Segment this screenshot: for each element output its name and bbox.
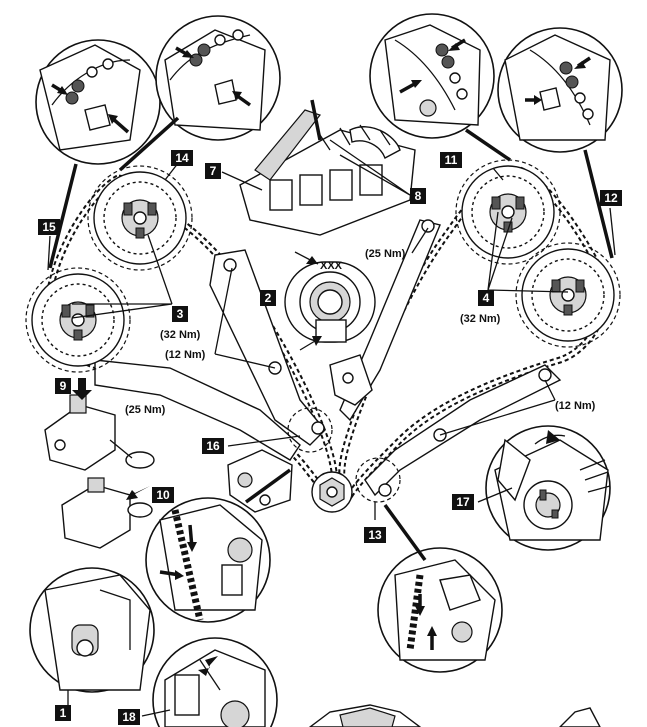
svg-text:18: 18: [122, 710, 136, 724]
right-lower-cam-sprocket: [521, 248, 615, 342]
leader-callout-12: [609, 207, 616, 256]
inset-top-4: [497, 27, 623, 153]
tensioner-10-arrow: [126, 486, 150, 500]
leader-callout-8: [329, 139, 411, 196]
crank-mark-arrow: [306, 256, 318, 264]
torque-right-guide: (12 Nm): [555, 400, 596, 412]
svg-text:2: 2: [265, 291, 272, 305]
tensioner-9: [44, 394, 155, 471]
callout-15: 15: [38, 219, 60, 235]
svg-text:16: 16: [206, 439, 220, 453]
callout-8: 8: [410, 188, 426, 204]
crank-timing-mark: XXX: [320, 260, 343, 272]
leader-callout-16: [227, 435, 301, 447]
chain-tensioner-body: [227, 449, 293, 513]
callout-9: 9: [55, 378, 71, 394]
leader-inset3: [465, 128, 511, 162]
svg-text:1: 1: [60, 706, 67, 720]
svg-text:9: 9: [60, 379, 67, 393]
leader-inset-bottom-left: [244, 468, 292, 504]
torque-left-cam: (32 Nm): [160, 329, 201, 341]
svg-text:13: 13: [368, 528, 382, 542]
inset-bottom-right: [485, 425, 611, 551]
inset-bottom-middle: [377, 547, 503, 673]
callout-7: 7: [205, 163, 221, 179]
inset-lower-middle-arrow: [198, 656, 218, 676]
callout-2: 2: [260, 290, 276, 306]
callout-10: 10: [152, 487, 174, 503]
inset-lower-middle: [152, 637, 278, 727]
left-rail-detail-outline: [287, 407, 333, 453]
leader-callout-18: [141, 709, 171, 717]
leader-torque-right-guide: [439, 379, 556, 436]
torque-right-cam: (32 Nm): [460, 313, 501, 325]
camshaft-locking-tool: [239, 99, 416, 236]
torque-top: (25 Nm): [365, 248, 406, 260]
inset-bottom-left: [145, 497, 271, 623]
callout-12: 12: [600, 190, 622, 206]
crankshaft-sprocket: [311, 471, 353, 513]
crank-slot-arrow: [312, 336, 322, 346]
callout-14: 14: [171, 150, 193, 166]
svg-text:7: 7: [210, 164, 217, 178]
bottom-engine-parts: [308, 704, 601, 727]
leader-torque-top: [411, 227, 429, 254]
tensioner-10: [61, 477, 153, 549]
leader-torque-mid-left: [214, 267, 276, 369]
leader-inset-bottom-middle: [383, 503, 427, 562]
torque-left-guide: (25 Nm): [125, 404, 166, 416]
svg-text:15: 15: [42, 220, 56, 234]
leader-callout-17: [477, 487, 513, 503]
left-tensioner-rail: [209, 249, 326, 446]
tensioner-bracket: [329, 354, 373, 406]
right-upper-sprocket-outline: [455, 159, 561, 265]
svg-text:3: 3: [177, 307, 184, 321]
callout-13: 13: [364, 527, 386, 543]
callout-3: 3: [172, 306, 188, 322]
tensioner-9-arrow: [72, 378, 92, 400]
right-upper-cam-sprocket: [461, 165, 555, 259]
svg-text:14: 14: [175, 151, 189, 165]
callout-18: 18: [118, 709, 140, 725]
callout-4: 4: [478, 290, 494, 306]
inset-top-3: [369, 13, 495, 139]
svg-text:10: 10: [156, 488, 170, 502]
leader-callout-4: [487, 211, 569, 293]
leader-callout-15: [47, 235, 51, 271]
right-tensioner-rail: [364, 364, 562, 497]
callout-11: 11: [440, 152, 462, 168]
leader-callout-11: [492, 167, 504, 181]
right-rail-detail-outline: [355, 457, 401, 503]
left-lower-sprocket-outline: [25, 267, 131, 373]
callout-1: 1: [55, 705, 71, 721]
leader-callout-3: [71, 234, 173, 319]
svg-text:4: 4: [483, 291, 490, 305]
callout-17: 17: [452, 494, 474, 510]
torque-mid-left: (12 Nm): [165, 349, 206, 361]
leader-inset4: [583, 149, 614, 259]
crankshaft-locking-tool: [284, 261, 376, 343]
inset-lower-left: [29, 567, 155, 693]
inset-top-2: [155, 15, 281, 141]
inset-top-1: [35, 39, 161, 165]
leader-inset1: [48, 163, 78, 269]
left-lower-guide: [94, 359, 301, 461]
left-upper-sprocket-outline: [87, 165, 193, 271]
left-lower-cam-sprocket: [31, 273, 125, 367]
left-upper-cam-sprocket: [93, 171, 187, 265]
svg-text:11: 11: [445, 153, 458, 167]
leader-callout-7: [221, 171, 263, 191]
right-lower-sprocket-outline: [515, 242, 621, 348]
svg-text:12: 12: [604, 191, 618, 205]
svg-text:8: 8: [415, 189, 422, 203]
leader-inset2: [118, 116, 180, 172]
svg-text:17: 17: [456, 495, 470, 509]
callout-16: 16: [202, 438, 224, 454]
